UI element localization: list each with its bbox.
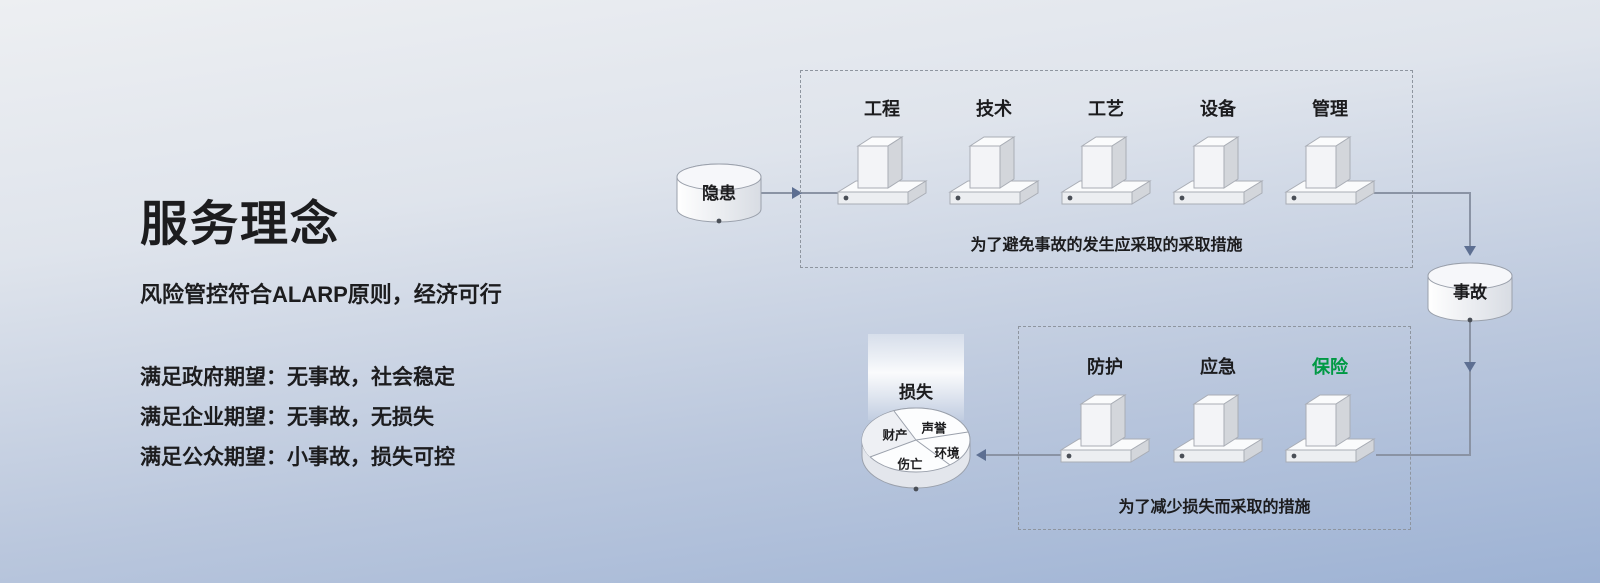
barrier-insurance: 保险 (1280, 354, 1380, 472)
loss-segment-casualty: 伤亡 (897, 457, 923, 472)
prevention-box: 为了避免事故的发生应采取的采取措施 (800, 70, 1413, 268)
barrier-block (1056, 122, 1156, 214)
barrier-block (1055, 380, 1155, 472)
accident-label: 事故 (1453, 283, 1487, 302)
loss-segment-reputation: 声誉 (921, 421, 947, 436)
cylinder-shape (676, 163, 762, 224)
barrier-label: 技术 (976, 99, 1012, 119)
prevention-caption: 为了避免事故的发生应采取的采取措施 (970, 237, 1243, 254)
loss-segment-property: 财产 (882, 428, 908, 443)
barrier-label: 防护 (1087, 357, 1123, 377)
barrier-label-insurance: 保险 (1312, 357, 1348, 377)
barrier-block (1280, 122, 1380, 214)
barrier-management: 管理 (1280, 96, 1380, 214)
barrier-engineering: 工程 (832, 96, 932, 214)
arrowhead-into-prevention (792, 187, 802, 199)
loss-highlight-band (868, 334, 964, 420)
mitigation-box: 为了减少损失而采取的措施 (1018, 326, 1411, 530)
expectation-public: 满足公众期望：小事故，损失可控 (140, 446, 455, 469)
connector-mitigation-to-loss (984, 454, 1062, 456)
barrier-process: 工艺 (1056, 96, 1156, 214)
barrier-label: 工艺 (1088, 99, 1124, 119)
arrowhead-into-mitigation (1464, 362, 1476, 372)
connector-prevention-out (1374, 192, 1470, 194)
barrier-label: 管理 (1312, 99, 1348, 119)
arrowhead-into-accident (1464, 246, 1476, 256)
connector-into-mitigation (1376, 454, 1471, 456)
barrier-technology: 技术 (944, 96, 1044, 214)
mitigation-caption: 为了减少损失而采取的措施 (1118, 499, 1311, 516)
barrier-protection: 防护 (1055, 354, 1155, 472)
arrowhead-into-loss (976, 449, 986, 461)
barrier-emergency: 应急 (1168, 354, 1268, 472)
intro-subtitle: 风险管控符合ALARP原则，经济可行 (140, 282, 502, 307)
hazard-node: 隐患 (676, 163, 762, 225)
page-title: 服务理念 (140, 198, 341, 251)
cylinder-shape (1427, 262, 1513, 323)
expectation-government: 满足政府期望：无事故，社会稳定 (140, 366, 455, 389)
barrier-block (1168, 122, 1268, 214)
accident-node: 事故 (1427, 262, 1513, 324)
barrier-block (944, 122, 1044, 214)
barrier-block (832, 122, 932, 214)
barrier-block (1168, 380, 1268, 472)
connector-accident-down (1469, 321, 1471, 455)
barrier-label: 工程 (864, 99, 900, 119)
loss-label: 损失 (899, 383, 933, 402)
barrier-equipment: 设备 (1168, 96, 1268, 214)
barrier-label: 应急 (1200, 357, 1236, 377)
barrier-block (1280, 380, 1380, 472)
barrier-label: 设备 (1200, 99, 1236, 119)
hazard-label: 隐患 (702, 184, 736, 203)
loss-pie-cylinder (861, 407, 971, 492)
expectation-enterprise: 满足企业期望：无事故，无损失 (140, 406, 434, 429)
expectations-list: 满足政府期望：无事故，社会稳定 满足企业期望：无事故，无损失 满足公众期望：小事… (140, 358, 455, 478)
loss-segment-environment: 环境 (934, 446, 960, 461)
connector-down-to-accident (1469, 192, 1471, 250)
